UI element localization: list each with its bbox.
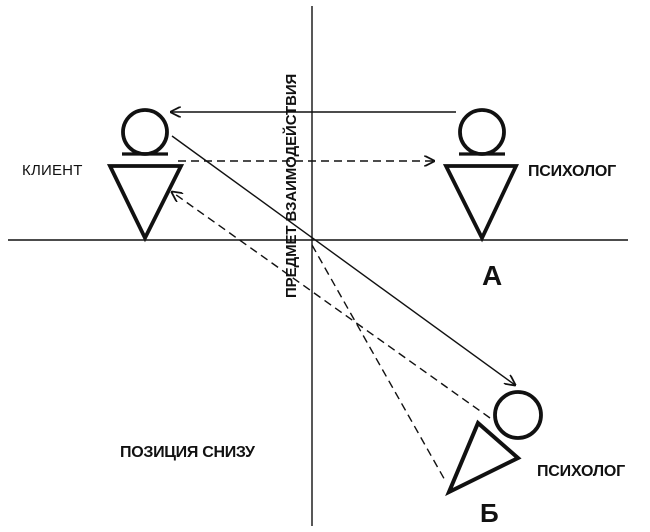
client-label: КЛИЕНТ xyxy=(22,162,83,179)
client-body xyxy=(106,164,185,243)
arrow-client-to-psychologist-b xyxy=(171,135,515,385)
vertical-axis-label: ПРЕДМЕТ ВЗАИМОДЕЙСТВИЯ xyxy=(283,73,300,298)
dashed-line-axis-to-psychologist-b xyxy=(311,244,447,483)
psychologist-b-head xyxy=(493,390,543,440)
psychologist-a-figure xyxy=(442,108,519,243)
client-head xyxy=(121,108,169,156)
psychologist-b-figure xyxy=(445,390,543,497)
arrow-psychologist-b-to-client xyxy=(172,192,491,419)
client-figure xyxy=(106,108,185,243)
bottom-position-label: ПОЗИЦИЯ СНИЗУ xyxy=(120,444,255,461)
position-a-label: А xyxy=(482,260,503,291)
psychologist-b-label: ПСИХОЛОГ xyxy=(537,463,626,480)
psychologist-b-body xyxy=(445,419,522,497)
psychologist-a-body xyxy=(442,164,519,243)
psychologist-a-head xyxy=(458,108,506,156)
psychologist-a-label: ПСИХОЛОГ xyxy=(528,163,617,180)
position-b-label: Б xyxy=(480,498,499,528)
